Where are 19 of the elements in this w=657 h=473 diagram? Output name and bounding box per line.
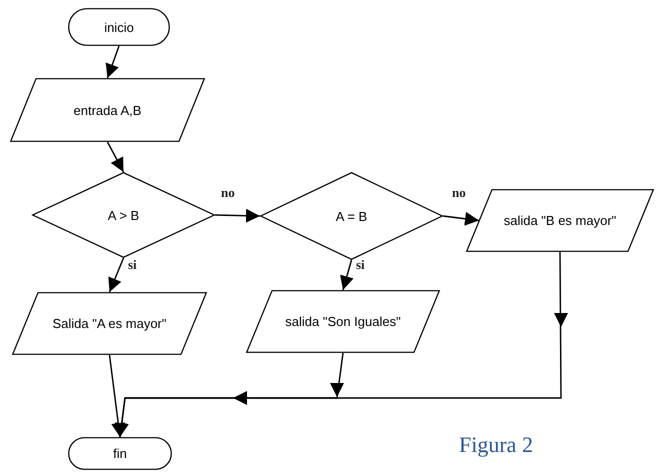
decision-diamond — [32, 172, 215, 258]
node-text: inicio — [103, 18, 135, 36]
io-parallelogram — [466, 189, 654, 252]
node-text: A > B — [106, 206, 140, 224]
node-text: salida "B es mayor" — [502, 212, 618, 230]
io-parallelogram — [12, 292, 207, 355]
terminal-box — [68, 8, 170, 46]
node-text: salida "Son Iguales" — [284, 313, 402, 331]
io-parallelogram — [246, 290, 440, 353]
node-text: Salida "A es mayor" — [51, 315, 168, 333]
edge-label: si — [356, 258, 365, 272]
io-parallelogram — [10, 78, 205, 142]
node-text: entrada A,B — [72, 102, 142, 120]
decision-diamond — [260, 172, 443, 260]
node-text: fin — [112, 445, 128, 463]
terminal-box — [68, 437, 172, 470]
node-text: A = B — [334, 208, 368, 226]
figure-caption: Figura 2 — [459, 432, 533, 458]
edge-label: si — [128, 258, 137, 272]
